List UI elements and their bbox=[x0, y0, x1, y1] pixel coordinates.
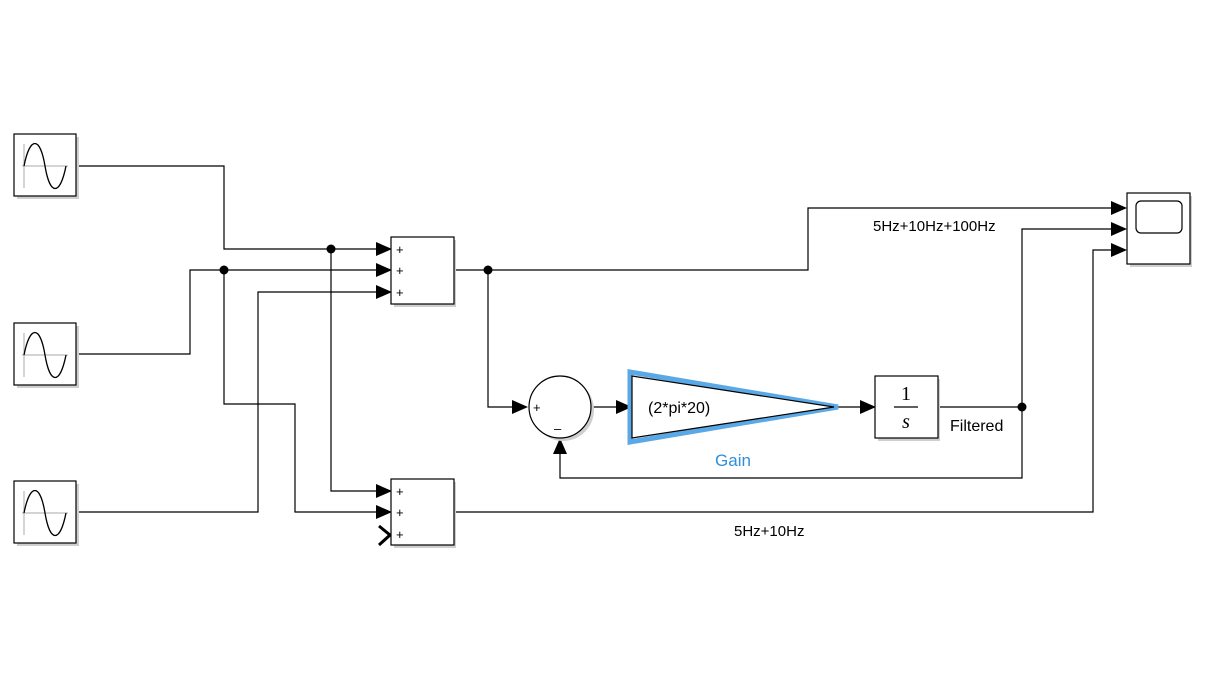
sum-block-feedback[interactable]: + – bbox=[528, 375, 594, 441]
sum-sign: + bbox=[396, 505, 404, 520]
sum-sign: + bbox=[396, 527, 404, 542]
arrowhead bbox=[376, 242, 392, 256]
wire-branch-to-feedback-sum[interactable] bbox=[487, 270, 514, 408]
arrowhead bbox=[376, 263, 392, 277]
integrator-numerator: 1 bbox=[901, 383, 911, 405]
sine-wave-block-1[interactable] bbox=[13, 133, 79, 199]
feedback-plus-sign: + bbox=[533, 400, 541, 415]
sum-sign: + bbox=[396, 242, 404, 257]
sine-wave-icon bbox=[23, 143, 67, 189]
branch-point bbox=[326, 244, 336, 254]
sum-block-bottom[interactable]: + + + bbox=[390, 478, 456, 548]
signal-wires bbox=[77, 165, 1113, 513]
sine-wave-icon bbox=[23, 332, 67, 378]
sum-sign: + bbox=[396, 263, 404, 278]
integrator-block[interactable]: 1 s bbox=[874, 375, 940, 441]
wire-sine2-to-sum-top[interactable] bbox=[77, 269, 378, 355]
sine-wave-block-2[interactable] bbox=[13, 322, 79, 388]
arrowhead bbox=[860, 400, 876, 414]
arrowhead bbox=[1111, 201, 1127, 215]
arrowhead bbox=[376, 484, 392, 498]
wire-branch-to-sum-bottom-in2[interactable] bbox=[223, 270, 378, 513]
signal-label-filtered: Filtered bbox=[950, 418, 1003, 435]
gain-expression: (2*pi*20) bbox=[648, 400, 710, 417]
branch-point bbox=[1017, 402, 1027, 412]
integrator-denominator: s bbox=[902, 411, 910, 433]
wire-sine3-to-sum-top[interactable] bbox=[77, 291, 378, 513]
wire-sum-top-to-scope[interactable] bbox=[455, 207, 1113, 271]
branch-points bbox=[219, 244, 1027, 412]
wire-feedback-loop[interactable] bbox=[559, 407, 1023, 479]
arrowhead bbox=[616, 400, 632, 414]
arrowhead bbox=[376, 285, 392, 299]
arrowhead bbox=[512, 400, 528, 414]
sine-wave-block-3[interactable] bbox=[13, 480, 79, 546]
scope-block[interactable] bbox=[1126, 192, 1192, 267]
sum-block-top[interactable]: + + + bbox=[390, 236, 456, 307]
arrowhead bbox=[1111, 243, 1127, 257]
unconnected-input-chevron bbox=[377, 524, 393, 547]
branch-point bbox=[483, 265, 493, 275]
gain-block[interactable]: (2*pi*20) bbox=[627, 369, 839, 445]
sine-wave-icon bbox=[23, 490, 67, 536]
wire-sine1-to-sum-top[interactable] bbox=[77, 165, 378, 250]
signal-label-top-sum-out: 5Hz+10Hz+100Hz bbox=[873, 218, 996, 235]
wire-sum-bottom-to-scope[interactable] bbox=[455, 249, 1113, 513]
wire-branch-to-sum-bottom-in1[interactable] bbox=[330, 249, 378, 492]
sum-sign: + bbox=[396, 484, 404, 499]
scope-screen-icon bbox=[1135, 200, 1183, 234]
gain-block-label: Gain bbox=[715, 451, 751, 470]
feedback-minus-sign: – bbox=[554, 421, 562, 436]
arrowheads bbox=[376, 201, 1127, 547]
sum-sign: + bbox=[396, 285, 404, 300]
branch-point bbox=[219, 265, 229, 275]
wire-integrator-to-scope[interactable] bbox=[938, 228, 1113, 408]
arrowhead bbox=[553, 438, 567, 454]
arrowhead bbox=[376, 505, 392, 519]
arrowhead bbox=[1111, 222, 1127, 236]
signal-label-bottom-sum-out: 5Hz+10Hz bbox=[734, 523, 804, 540]
